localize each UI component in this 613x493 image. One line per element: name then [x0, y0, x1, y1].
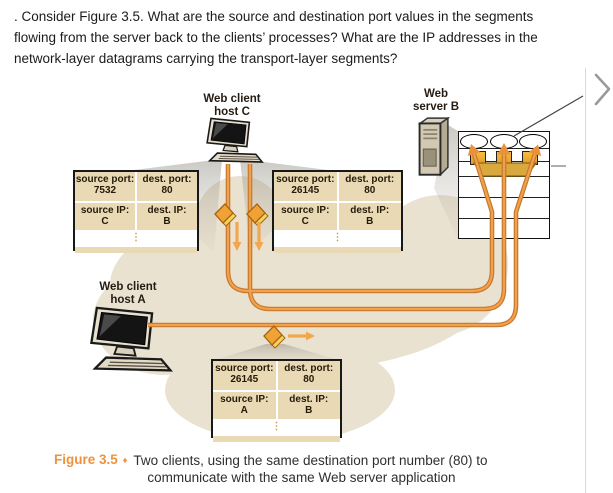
process-leader-line	[513, 95, 584, 137]
flow-arrows	[235, 222, 306, 338]
flow-arrowheads	[232, 242, 315, 341]
connection-hostC-2	[248, 154, 506, 311]
client-c-computer-icon	[206, 117, 264, 163]
table-cell: dest. IP:B	[338, 203, 401, 230]
table-cell: dest. port:80	[137, 172, 197, 201]
figure-caption: Figure 3.5 ♦ Two clients, using the same…	[54, 452, 544, 486]
client-a-computer-icon	[90, 306, 173, 372]
table-cell: source IP:C	[75, 203, 135, 230]
segment-table-hostC-1: source port:7532 dest. port:80 source IP…	[73, 170, 199, 253]
connection-hostA	[148, 153, 537, 327]
table-bottom-strip	[213, 436, 340, 442]
chevron-right-icon	[594, 73, 611, 106]
table-cell: dest. port:80	[338, 172, 401, 201]
ellipsis-dots: ⋮	[274, 232, 401, 245]
stack-arrowheads	[467, 143, 542, 157]
question-text: . Consider Figure 3.5. What are the sour…	[14, 9, 538, 66]
segment-table-hostA: source port:26145 dest. port:80 source I…	[211, 359, 342, 442]
connection-hostC-1	[226, 153, 494, 293]
shadow-wedge-server	[434, 124, 458, 240]
caption-figure-number: Figure 3.5	[54, 452, 118, 467]
table-cell: source port:26145	[213, 361, 276, 390]
shadow-wedge-packet-a	[212, 344, 342, 361]
table-cell: dest. IP:B	[277, 392, 340, 419]
table-cell: source IP:A	[213, 392, 276, 419]
connection-lines-outline	[148, 153, 538, 328]
table-bottom-strip	[75, 247, 197, 253]
connection-lines-core	[148, 153, 537, 327]
process-ellipse-3	[519, 134, 547, 149]
table-bottom-strip	[274, 247, 401, 253]
server-b-tower-icon	[417, 117, 451, 177]
table-cell: source port:7532	[75, 172, 135, 201]
ellipsis-dots: ⋮	[75, 232, 197, 245]
next-page-chevron[interactable]	[589, 70, 613, 110]
content-divider	[585, 68, 586, 493]
table-cell: source IP:C	[274, 203, 337, 230]
table-cell: source port:26145	[274, 172, 337, 201]
table-cell: dest. port:80	[277, 361, 340, 390]
packet-hostC-1	[214, 203, 237, 227]
table-cell: dest. IP:B	[137, 203, 197, 230]
caption-text: Two clients, using the same destination …	[133, 453, 488, 485]
caption-diamond-icon: ♦	[122, 455, 128, 465]
segment-table-hostC-2: source port:26145 dest. port:80 source I…	[272, 170, 403, 253]
ellipsis-dots: ⋮	[213, 421, 340, 434]
packet-hostA	[263, 325, 286, 349]
